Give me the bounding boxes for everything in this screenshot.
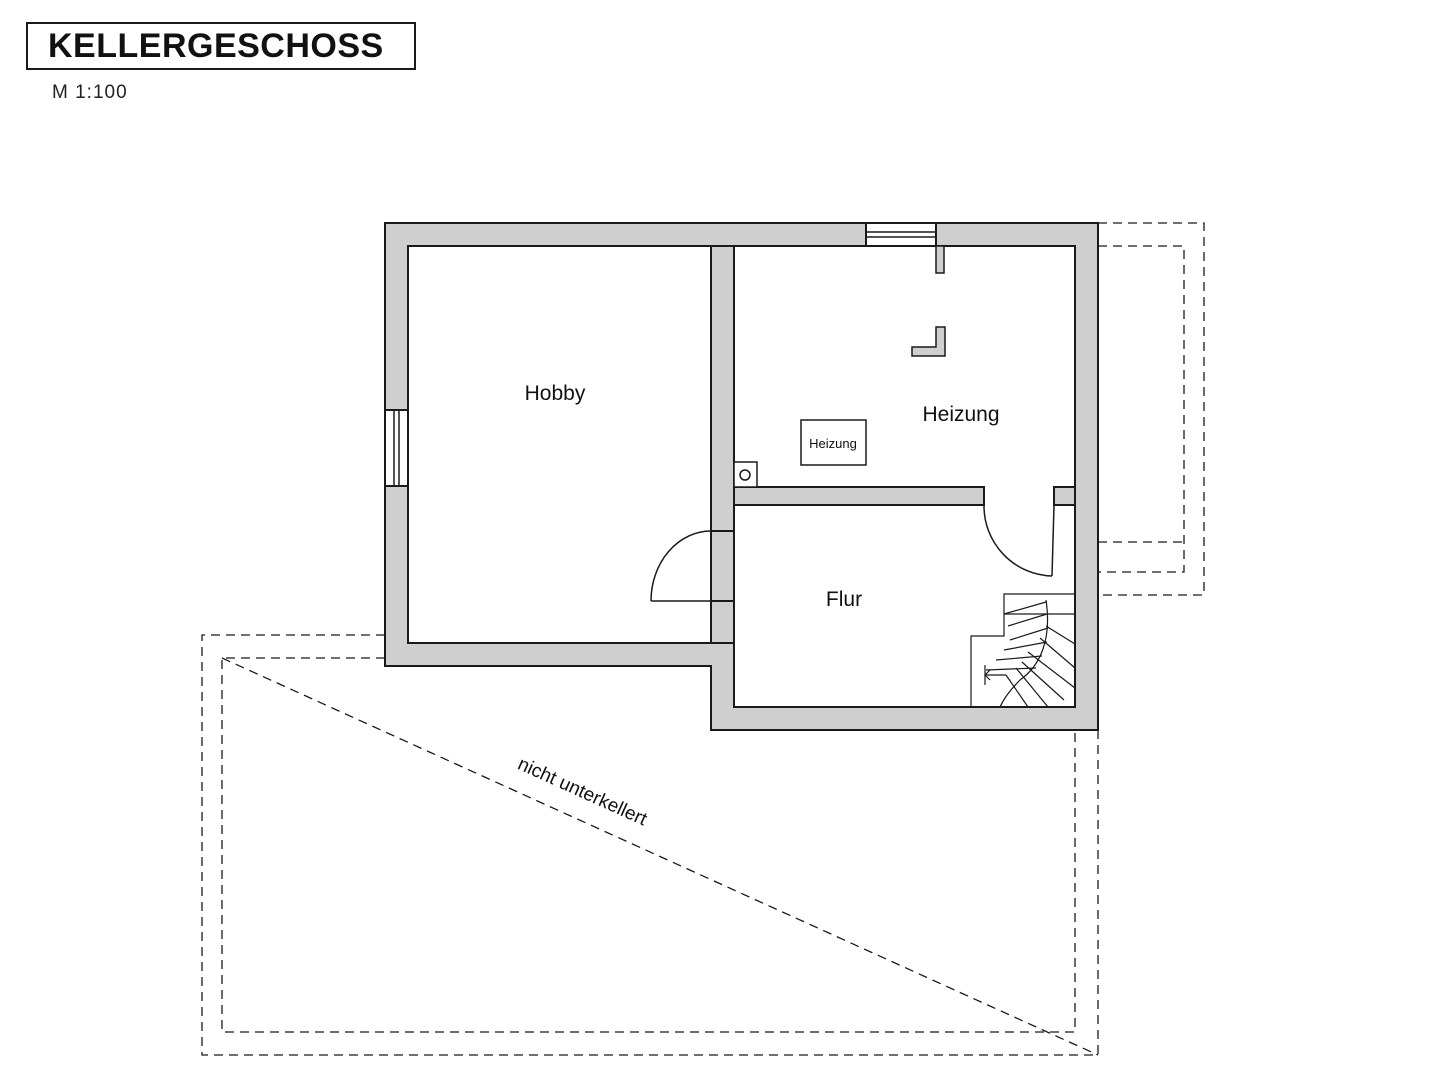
- interior-wall-horizontal-right: [1053, 486, 1076, 506]
- door-hobby: [650, 530, 712, 602]
- floor-drain-icon: [733, 461, 758, 488]
- staircase: [970, 593, 1076, 708]
- boiler-label: Heizung: [809, 436, 857, 451]
- non-basement-outline: [201, 634, 1099, 1056]
- upper-floor-outline-right: [1098, 222, 1205, 596]
- window-top: [865, 222, 937, 247]
- door-heizung: [983, 504, 1055, 577]
- interior-wall-vertical-lower: [710, 600, 735, 644]
- room-label-flur: Flur: [826, 588, 862, 611]
- room-label-hobby: Hobby: [525, 382, 586, 405]
- annotation-not-basement: nicht unterkellert: [514, 754, 650, 831]
- plan-title: KELLERGESCHOSS: [48, 26, 384, 65]
- interior-wall-vertical: [710, 245, 735, 532]
- wall-stub: [935, 245, 945, 274]
- boiler-unit: [800, 419, 867, 466]
- chimney-icon: [911, 326, 946, 357]
- window-left: [384, 409, 409, 487]
- title-box: KELLERGESCHOSS: [26, 22, 416, 70]
- room-label-heizung: Heizung: [922, 403, 999, 426]
- interior-wall-horizontal: [733, 486, 985, 506]
- scale-label: M 1:100: [52, 82, 128, 103]
